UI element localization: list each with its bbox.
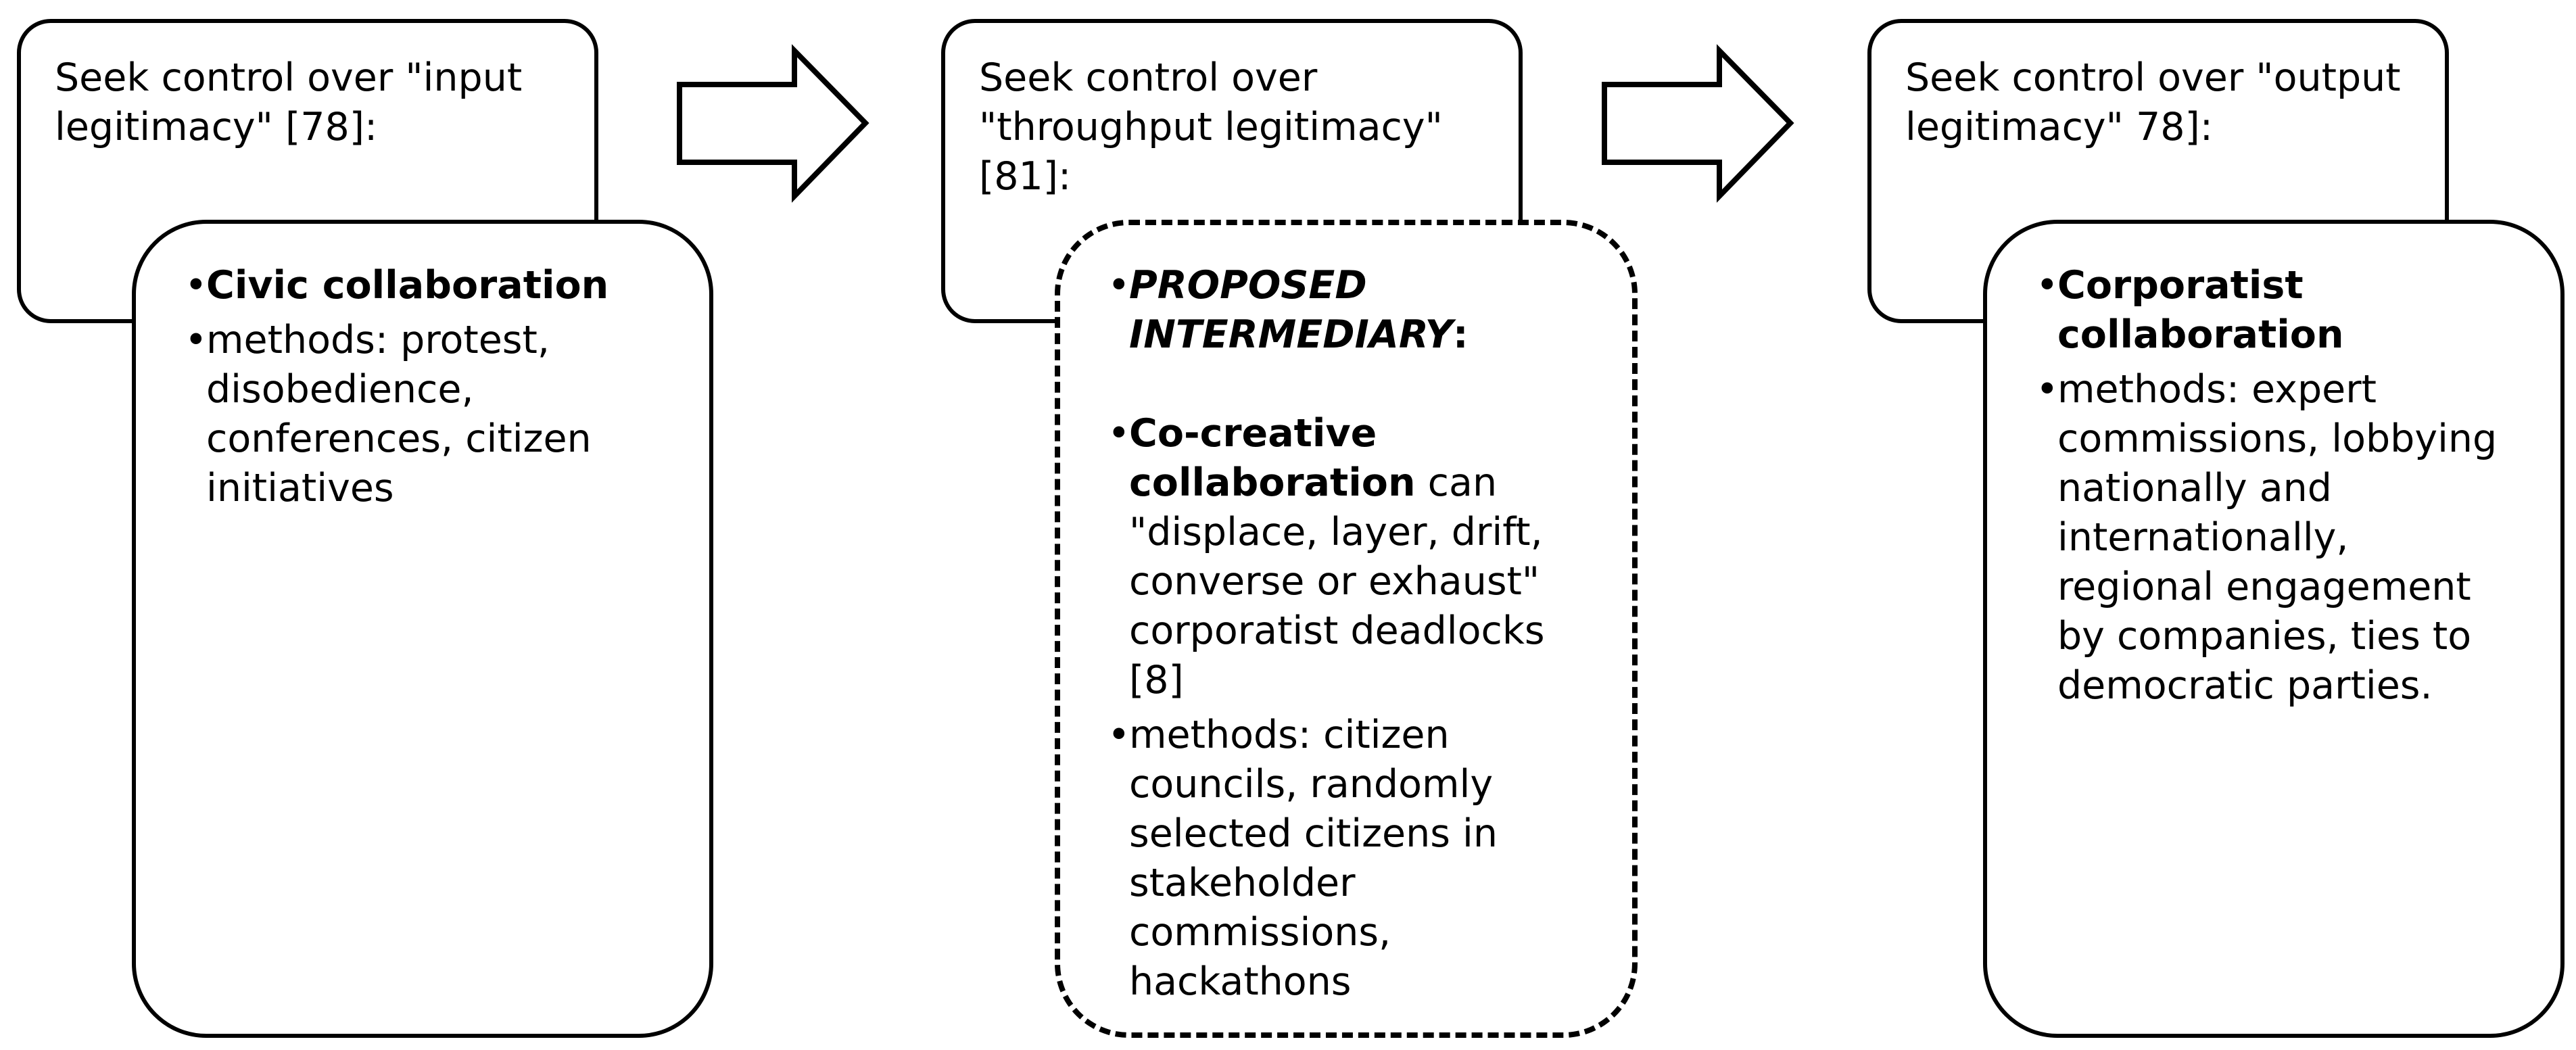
bullet-marker: • xyxy=(2036,263,2059,308)
bullet-marker: • xyxy=(1107,713,1130,757)
civic-collaboration-box: • Civic collaboration • methods: protest… xyxy=(132,220,713,1038)
bullet-civic-methods: • methods: protest, disobedience, confer… xyxy=(185,316,671,513)
corporatist-collaboration-content: • Corporatist collaboration • methods: e… xyxy=(2036,261,2502,711)
input-legitimacy-header: Seek control over "input legitimacy" [78… xyxy=(55,55,523,149)
corporatist-collaboration-box: • Corporatist collaboration • methods: e… xyxy=(1983,220,2565,1038)
output-legitimacy-box: Seek control over "output legitimacy" 78… xyxy=(1867,19,2449,323)
bullet-co-creative-collaboration: • Co-creative collaboration can "displac… xyxy=(1107,409,1601,705)
co-creative-methods-text: methods: citizen councils, randomly sele… xyxy=(1129,713,1498,1004)
bullet-proposed-intermediary: • PROPOSED INTERMEDIARY: xyxy=(1107,261,1601,360)
throughput-legitimacy-header: Seek control over "throughput legitimacy… xyxy=(979,55,1443,199)
bullet-corporatist-methods: • methods: expert commissions, lobbying … xyxy=(2036,365,2502,711)
proposed-intermediary-colon: : xyxy=(1452,312,1469,357)
bullet-marker: • xyxy=(2036,367,2059,412)
bullet-corporatist-collaboration: • Corporatist collaboration xyxy=(2036,261,2502,360)
civic-collaboration-content: • Civic collaboration • methods: protest… xyxy=(185,261,671,513)
proposed-intermediary-label: PROPOSED INTERMEDIARY xyxy=(1129,263,1453,357)
right-arrow-icon xyxy=(677,44,869,203)
co-creative-collaboration-description: can "displace, layer, drift, converse or… xyxy=(1129,460,1545,702)
right-arrow-icon xyxy=(1602,44,1794,203)
civic-collaboration-label: Civic collaboration xyxy=(206,263,609,308)
output-legitimacy-header: Seek control over "output legitimacy" 78… xyxy=(1905,55,2401,149)
bullet-civic-collaboration: • Civic collaboration xyxy=(185,261,671,310)
corporatist-methods-text: methods: expert commissions, lobbying na… xyxy=(2057,367,2498,708)
bullet-marker: • xyxy=(185,263,208,308)
civic-methods-text: methods: protest, disobedience, conferen… xyxy=(206,318,592,510)
bullet-co-creative-methods: • methods: citizen councils, randomly se… xyxy=(1107,711,1601,1007)
bullet-marker: • xyxy=(185,318,208,362)
corporatist-collaboration-label: Corporatist collaboration xyxy=(2057,263,2344,357)
bullet-marker: • xyxy=(1107,411,1130,456)
proposed-intermediary-box: • PROPOSED INTERMEDIARY: • Co-creative c… xyxy=(1055,220,1638,1038)
co-creative-collaboration-label: Co-creative collaboration xyxy=(1129,411,1416,505)
bullet-marker: • xyxy=(1107,263,1130,308)
proposed-intermediary-content: • PROPOSED INTERMEDIARY: • Co-creative c… xyxy=(1107,261,1601,1007)
